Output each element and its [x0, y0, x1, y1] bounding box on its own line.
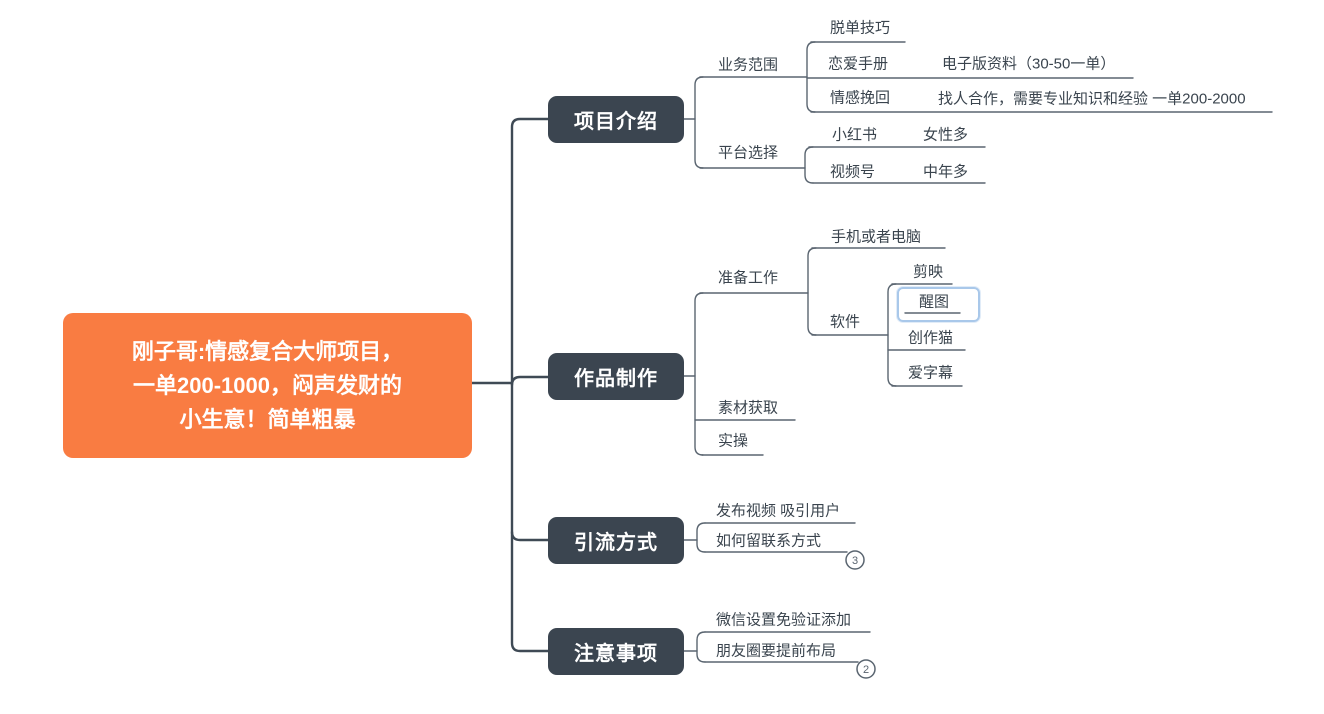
connector-line	[696, 522, 706, 553]
topic-ebook-material[interactable]: 电子版资料（30-50一单）	[942, 55, 1116, 73]
root-topic[interactable]: 刚子哥:情感复合大师项目， 一单200-1000，闷声发财的 小生意！简单粗暴	[63, 313, 472, 458]
topic-phone-or-pc[interactable]: 手机或者电脑	[831, 228, 922, 246]
main-connectors	[470, 117, 550, 653]
topic-traffic-method[interactable]: 引流方式	[548, 517, 684, 564]
topic-notice-items[interactable]: 注意事项	[548, 628, 684, 675]
badge-count: 2	[863, 664, 869, 676]
topic-female-users[interactable]: 女性多	[923, 126, 969, 144]
topic-aizimu[interactable]: 爱字幕	[908, 364, 954, 382]
topic-work-production[interactable]: 作品制作	[548, 353, 684, 400]
topic-publish-video[interactable]: 发布视频 吸引用户	[716, 502, 841, 520]
topic-single-skill[interactable]: 脱单技巧	[830, 19, 891, 37]
topic-platform-choice[interactable]: 平台选择	[718, 144, 779, 162]
connector-line	[694, 76, 704, 169]
children-count-badge[interactable]: 2	[856, 659, 876, 679]
children-count-badge[interactable]: 3	[845, 550, 865, 570]
topic-love-manual[interactable]: 恋爱手册	[828, 55, 889, 73]
connector-line	[804, 146, 814, 184]
topic-preparation[interactable]: 准备工作	[718, 269, 779, 287]
connector-line	[510, 375, 550, 387]
selection-highlight-box	[897, 287, 980, 322]
root-topic-line1: 刚子哥:情感复合大师项目，	[131, 338, 404, 364]
connector-line	[510, 530, 550, 542]
topic-shipinhao[interactable]: 视频号	[830, 163, 876, 181]
topic-jianying[interactable]: 剪映	[913, 263, 944, 281]
connector-line	[696, 631, 706, 663]
topic-chuangzuomao[interactable]: 创作猫	[908, 329, 954, 347]
topic-leave-contact[interactable]: 如何留联系方式	[716, 532, 822, 550]
topic-emotion-recover[interactable]: 情感挽回	[830, 89, 891, 107]
topic-xingtu-selected[interactable]: 醒图	[919, 293, 950, 311]
connector-line	[807, 247, 817, 336]
topic-moments-layout[interactable]: 朋友圈要提前布局	[716, 642, 837, 660]
topic-software[interactable]: 软件	[830, 313, 861, 331]
connector-line	[806, 41, 816, 113]
topic-project-intro[interactable]: 项目介绍	[548, 96, 684, 143]
connector-line	[694, 292, 704, 456]
sub-connectors	[683, 41, 1273, 663]
badge-circle-icon[interactable]	[856, 659, 876, 679]
connector-line	[510, 381, 550, 653]
root-topic-line2: 一单200-1000，闷声发财的	[133, 372, 402, 398]
topic-material-source[interactable]: 素材获取	[718, 399, 779, 417]
topic-cooperation-note[interactable]: 找人合作，需要专业知识和经验 一单200-2000	[938, 90, 1246, 108]
topic-midage-users[interactable]: 中年多	[923, 163, 969, 181]
topic-practice[interactable]: 实操	[718, 432, 749, 450]
badge-count: 3	[852, 555, 858, 567]
topic-xiaohongshu[interactable]: 小红书	[832, 126, 878, 144]
topic-business-scope[interactable]: 业务范围	[718, 56, 779, 74]
topic-wechat-setting[interactable]: 微信设置免验证添加	[716, 611, 852, 629]
connector-line	[887, 283, 897, 387]
connector-line	[510, 117, 550, 385]
badge-circle-icon[interactable]	[845, 550, 865, 570]
root-topic-line3: 小生意！简单粗暴	[179, 406, 356, 432]
